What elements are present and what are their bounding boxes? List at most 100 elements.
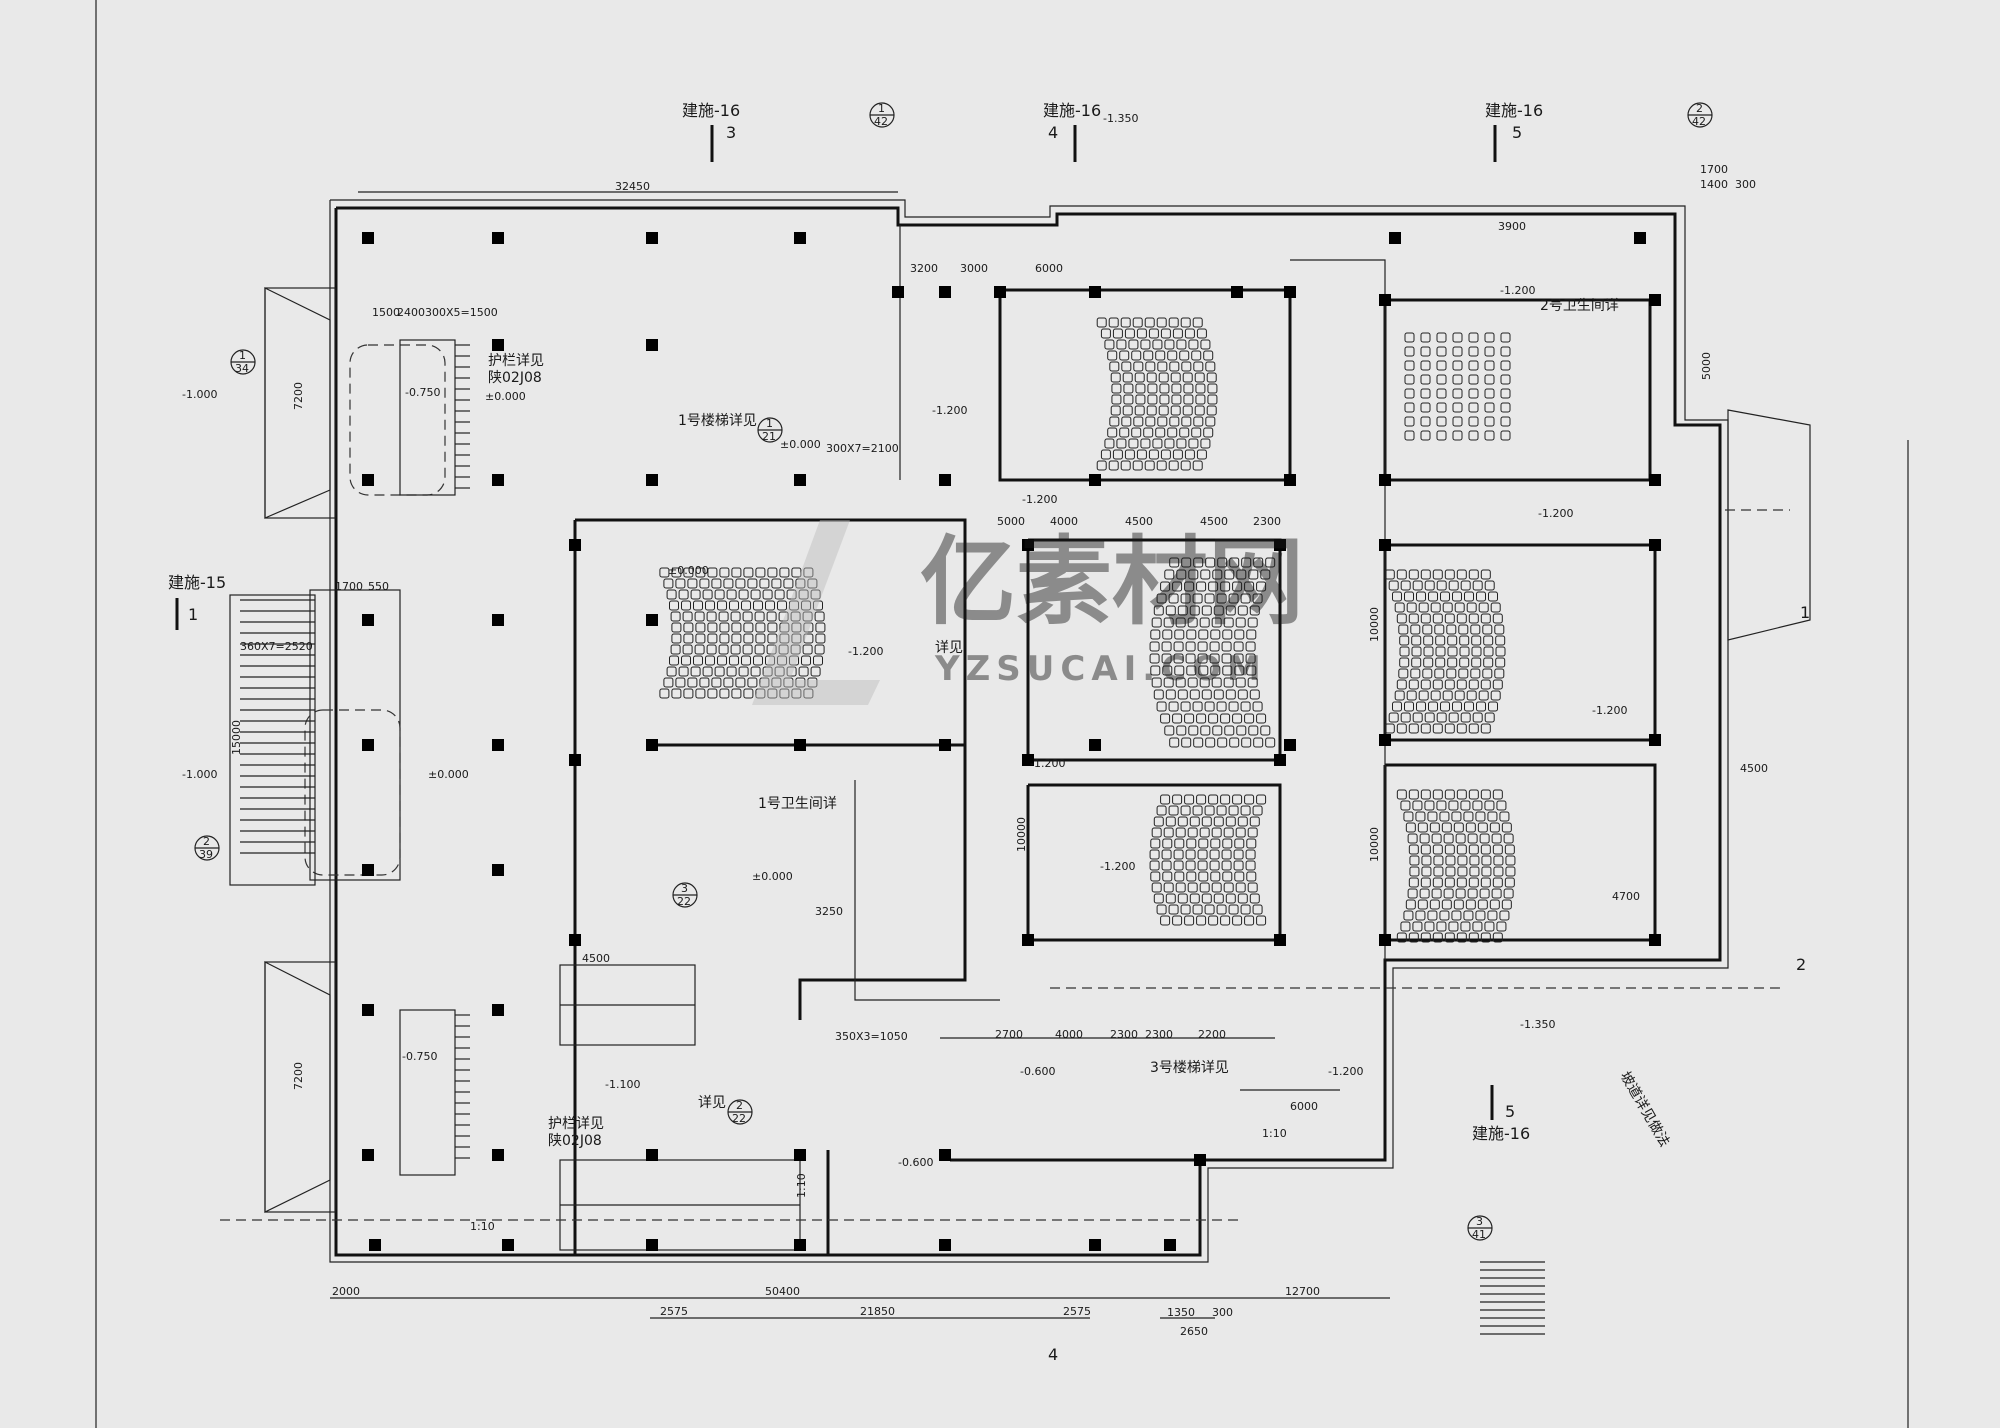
seat [1420, 332, 1431, 343]
column [646, 1239, 658, 1251]
seat [1122, 405, 1133, 416]
seat [801, 600, 811, 611]
seat [1500, 430, 1511, 441]
seat [1456, 789, 1467, 800]
seat [1151, 617, 1162, 628]
seat [1104, 339, 1115, 350]
seat [1469, 855, 1480, 866]
seat [1160, 713, 1171, 724]
column [369, 1239, 381, 1251]
seat [743, 633, 754, 644]
seat [1424, 712, 1435, 723]
seat [741, 655, 751, 666]
auditorium-seating [659, 317, 1516, 943]
seat [1468, 374, 1479, 385]
seat [1405, 899, 1416, 910]
seat [1176, 725, 1187, 736]
seat [1156, 701, 1167, 712]
seat [1396, 723, 1407, 734]
seat [1200, 569, 1211, 580]
seat [1412, 921, 1423, 932]
seat [1174, 629, 1185, 640]
seat [742, 644, 753, 655]
svg-text:-1.350: -1.350 [1520, 1018, 1555, 1031]
seat [1176, 339, 1187, 350]
svg-text:-1.200: -1.200 [1500, 284, 1535, 297]
callout-2-22: 222 [727, 1099, 753, 1125]
seat [1189, 605, 1200, 616]
column [794, 232, 806, 244]
seat [779, 567, 790, 578]
seat [1174, 665, 1185, 676]
section-ref: 建施-16 [682, 101, 740, 120]
column [362, 614, 374, 626]
seat [683, 622, 694, 633]
seat [1409, 866, 1420, 877]
seat [1472, 580, 1483, 591]
seat [1235, 882, 1246, 893]
seat [1199, 677, 1210, 688]
seat [815, 622, 826, 633]
seat [1484, 374, 1495, 385]
seat [1480, 613, 1491, 624]
seat [1265, 557, 1276, 568]
seat [1189, 689, 1200, 700]
seat [1428, 591, 1438, 602]
seat [1134, 372, 1145, 383]
seat [1173, 653, 1184, 664]
seat [1249, 893, 1260, 904]
column [1274, 539, 1286, 551]
seat [1164, 339, 1175, 350]
seat [1156, 460, 1167, 471]
seat [1248, 725, 1259, 736]
seat [1161, 849, 1172, 860]
seat [1153, 893, 1164, 904]
svg-text:2575: 2575 [1063, 1305, 1091, 1318]
seat [1410, 668, 1421, 679]
seat [1477, 899, 1488, 910]
seat [1399, 657, 1410, 668]
seat [1436, 430, 1447, 441]
seat [670, 611, 681, 622]
seat [1472, 800, 1483, 811]
seat [1463, 910, 1474, 921]
seat [1182, 405, 1193, 416]
seat [783, 578, 794, 589]
seat [1404, 374, 1415, 385]
column [939, 474, 951, 486]
svg-text:6000: 6000 [1035, 262, 1063, 275]
label-railing-bottom: 护栏详见 [548, 1116, 604, 1132]
seat [1156, 805, 1167, 816]
seat [1435, 646, 1446, 657]
svg-text:6000: 6000 [1290, 1100, 1318, 1113]
seat [1492, 679, 1503, 690]
seat [1468, 430, 1479, 441]
seat [1168, 701, 1179, 712]
seat [1147, 394, 1158, 405]
seat [1471, 657, 1482, 668]
seat [1177, 605, 1188, 616]
seat [1124, 328, 1135, 339]
seat [1456, 723, 1467, 734]
svg-text:1700: 1700 [1700, 163, 1728, 176]
column [1649, 934, 1661, 946]
seat [1112, 449, 1123, 460]
seat [695, 622, 706, 633]
seat [1233, 653, 1244, 664]
seat [717, 600, 727, 611]
seat [743, 688, 754, 699]
seat [1419, 833, 1430, 844]
seat [1480, 679, 1491, 690]
seat [1206, 372, 1217, 383]
svg-text:5000: 5000 [997, 515, 1025, 528]
seat [1172, 328, 1183, 339]
seat [1470, 624, 1481, 635]
seat [1148, 449, 1159, 460]
seat [1236, 725, 1247, 736]
seat [1167, 350, 1178, 361]
seat [1211, 827, 1222, 838]
seat [1444, 723, 1455, 734]
seat [1467, 888, 1478, 899]
seat [1159, 394, 1170, 405]
seat [1193, 557, 1204, 568]
